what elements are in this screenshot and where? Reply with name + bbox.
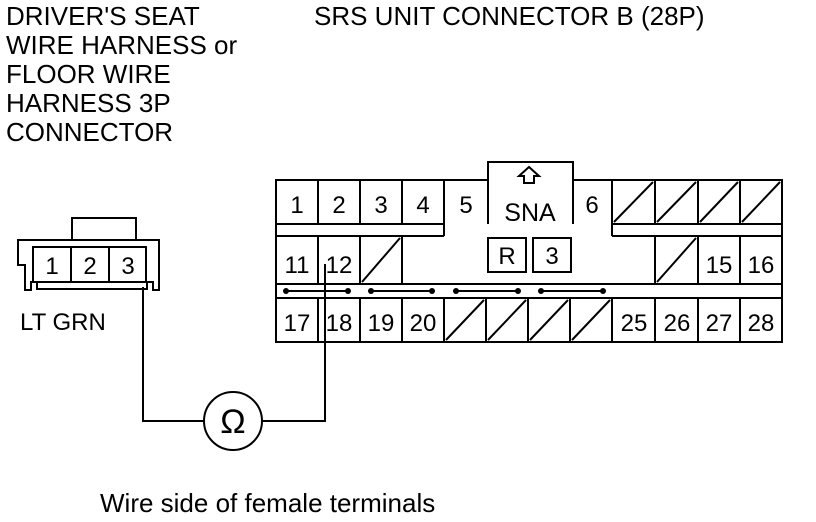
wire-color-label: LT GRN [20,309,106,336]
pin-label: 19 [368,310,395,337]
ohmmeter [203,391,263,451]
pin-label: 27 [706,310,733,337]
inner-box-label: R [498,243,515,270]
pin-label: 3 [374,192,387,219]
pin-label: 1 [290,192,303,219]
pin-label: 5 [459,192,472,219]
pin-label: 17 [284,310,311,337]
left-title-line: WIRE HARNESS or [6,30,238,60]
left-connector-title: DRIVER'S SEAT WIRE HARNESS or FLOOR WIRE… [6,2,237,147]
footer-caption: Wire side of female terminals [100,488,436,518]
pin-label: 26 [664,310,691,337]
pin-label: 20 [410,310,437,337]
pin-label: 15 [706,252,733,279]
left-3p-connector [17,217,160,291]
left-pin-label: 3 [121,253,134,280]
shorting-bars [283,288,606,294]
pin-label: 6 [585,192,598,219]
left-pin-label: 2 [83,253,96,280]
pin-label: 16 [748,252,775,279]
key-label: SNA [504,199,556,227]
right-connector-title: SRS UNIT CONNECTOR B (28P) [314,1,705,31]
pin-label: 25 [621,310,648,337]
pin-label: 2 [332,192,345,219]
pin-label: 4 [416,192,429,219]
pin-label: 18 [326,310,353,337]
srs-28p-connector [275,161,783,343]
inner-box-label: 3 [545,243,558,270]
left-title-line: FLOOR WIRE [6,59,171,89]
ohm-icon: Ω [220,403,245,441]
test-wire-left [142,287,204,422]
left-title-line: DRIVER'S SEAT [6,1,200,31]
test-wire-right [262,264,326,422]
left-title-line: HARNESS 3P [6,88,171,118]
left-title-line: CONNECTOR [6,117,174,147]
pin-label: 28 [748,310,775,337]
left-pin-label: 1 [45,253,58,280]
pin-label: 11 [285,252,310,279]
pin-label: 12 [326,252,353,279]
